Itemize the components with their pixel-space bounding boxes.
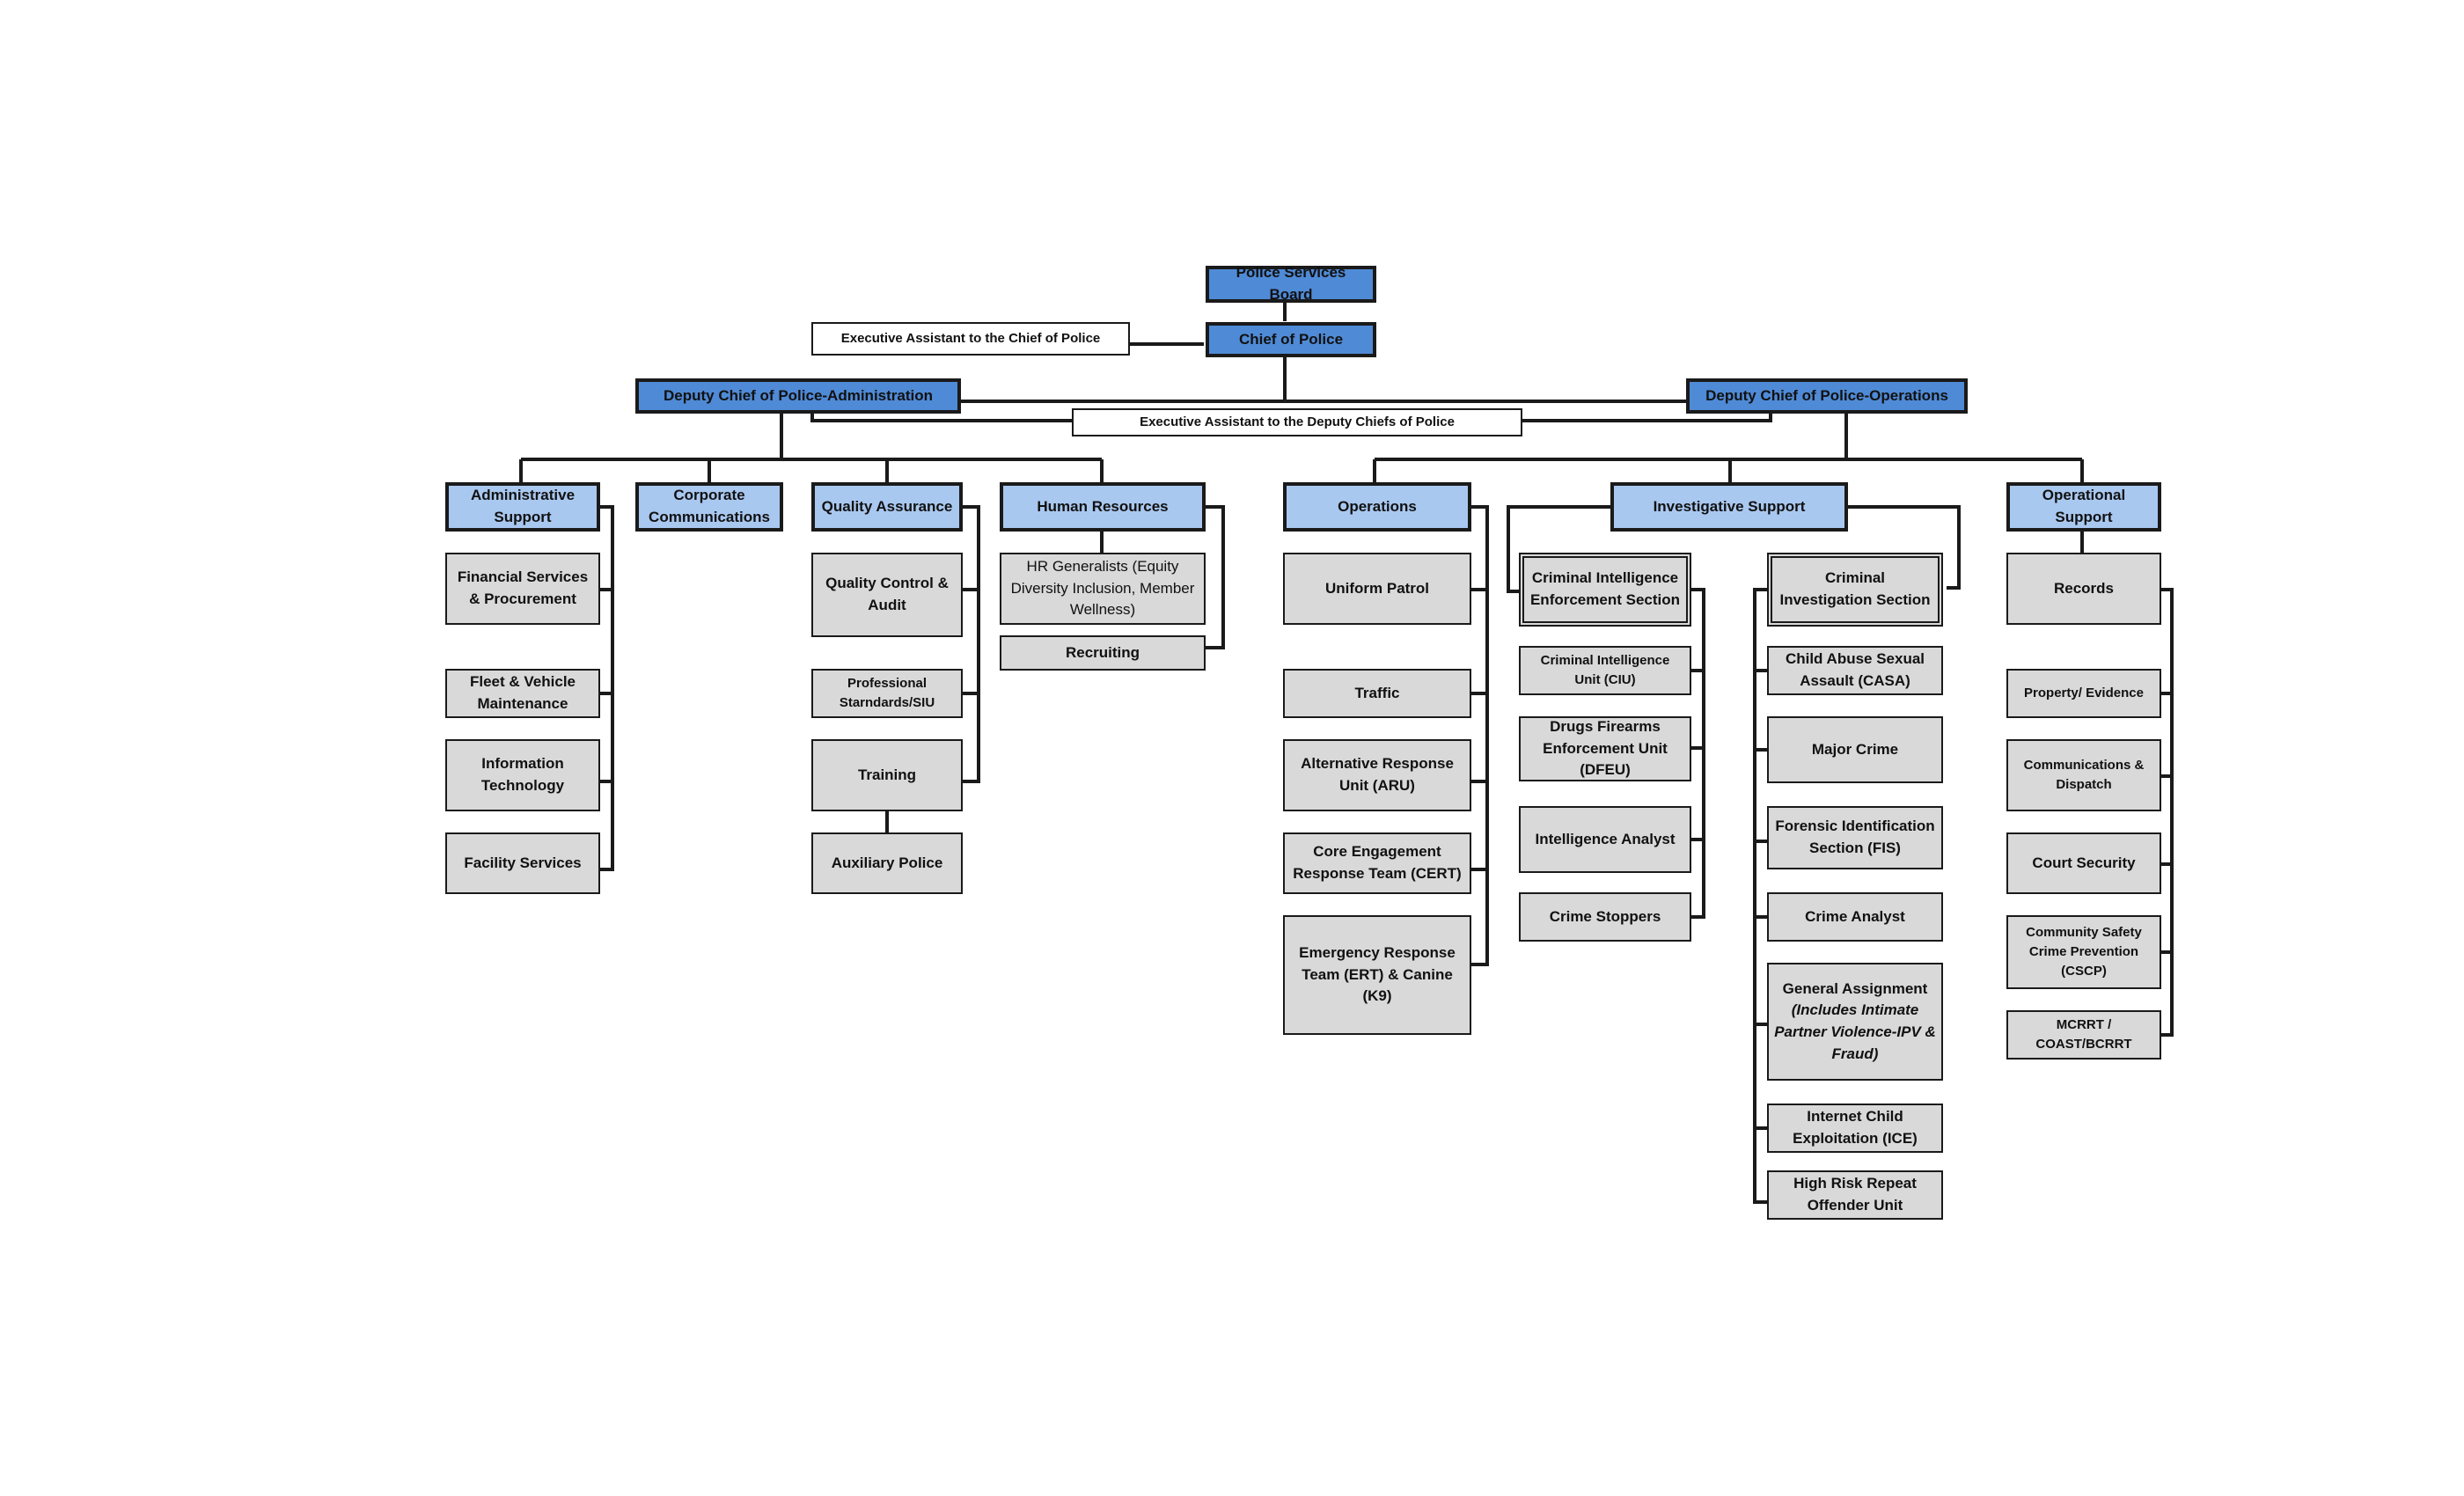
unit-general-assignment: General Assignment (Includes Intimate Pa… <box>1767 963 1943 1081</box>
division-operations: Operations <box>1283 482 1471 532</box>
unit-forensic-identification: Forensic Identification Section (FIS) <box>1767 806 1943 869</box>
unit-professional-standards: Professional Starndards/SIU <box>811 669 963 718</box>
unit-auxiliary-police: Auxiliary Police <box>811 832 963 894</box>
unit-fleet-maintenance: Fleet & Vehicle Maintenance <box>445 669 600 718</box>
unit-information-technology: Information Technology <box>445 739 600 811</box>
general-assignment-title: General Assignment <box>1782 979 1928 997</box>
unit-emergency-response: Emergency Response Team (ERT) & Canine (… <box>1283 915 1471 1035</box>
exec-assistant-deputies: Executive Assistant to the Deputy Chiefs… <box>1072 408 1522 436</box>
unit-recruiting: Recruiting <box>1000 635 1206 671</box>
division-corporate-communications: Corporate Communications <box>635 482 783 532</box>
unit-hr-generalists: HR Generalists (Equity Diversity Inclusi… <box>1000 553 1206 625</box>
unit-traffic: Traffic <box>1283 669 1471 718</box>
unit-drugs-firearms: Drugs Firearms Enforcement Unit (DFEU) <box>1519 716 1691 781</box>
unit-crime-analyst: Crime Analyst <box>1767 892 1943 942</box>
division-investigative-support: Investigative Support <box>1610 482 1848 532</box>
section-criminal-investigation: Criminal Investigation Section <box>1767 553 1943 627</box>
unit-crime-stoppers: Crime Stoppers <box>1519 892 1691 942</box>
unit-alternative-response: Alternative Response Unit (ARU) <box>1283 739 1471 811</box>
unit-criminal-intelligence: Criminal Intelligence Unit (CIU) <box>1519 646 1691 695</box>
unit-major-crime: Major Crime <box>1767 716 1943 783</box>
unit-training: Training <box>811 739 963 811</box>
unit-intelligence-analyst: Intelligence Analyst <box>1519 806 1691 873</box>
unit-child-abuse-sexual-assault: Child Abuse Sexual Assault (CASA) <box>1767 646 1943 695</box>
unit-core-engagement: Core Engagement Response Team (CERT) <box>1283 832 1471 894</box>
exec-assistant-chief: Executive Assistant to the Chief of Poli… <box>811 322 1130 356</box>
division-human-resources: Human Resources <box>1000 482 1206 532</box>
division-quality-assurance: Quality Assurance <box>811 482 963 532</box>
police-services-board: Police Services Board <box>1206 264 1376 303</box>
unit-high-risk-repeat-offender: High Risk Repeat Offender Unit <box>1767 1170 1943 1220</box>
unit-facility-services: Facility Services <box>445 832 600 894</box>
deputy-chief-operations: Deputy Chief of Police-Operations <box>1686 378 1968 414</box>
division-operational-support: Operational Support <box>2006 482 2161 532</box>
chief-of-police: Chief of Police <box>1206 322 1376 357</box>
deputy-chief-administration: Deputy Chief of Police-Administration <box>635 378 961 414</box>
unit-court-security: Court Security <box>2006 832 2161 894</box>
section-criminal-intelligence-enforcement: Criminal Intelligence Enforcement Sectio… <box>1519 553 1691 627</box>
unit-records: Records <box>2006 553 2161 625</box>
unit-community-safety: Community Safety Crime Prevention (CSCP) <box>2006 915 2161 989</box>
unit-uniform-patrol: Uniform Patrol <box>1283 553 1471 625</box>
unit-financial-services: Financial Services & Procurement <box>445 553 600 625</box>
unit-mcrrt-coast-bcrrt: MCRRT / COAST/BCRRT <box>2006 1010 2161 1060</box>
unit-communications-dispatch: Communications & Dispatch <box>2006 739 2161 811</box>
unit-property-evidence: Property/ Evidence <box>2006 669 2161 718</box>
unit-quality-control-audit: Quality Control & Audit <box>811 553 963 637</box>
general-assignment-note: (Includes Intimate Partner Violence-IPV … <box>1774 1001 1936 1062</box>
unit-internet-child-exploitation: Internet Child Exploitation (ICE) <box>1767 1104 1943 1153</box>
division-administrative-support: Administrative Support <box>445 482 600 532</box>
